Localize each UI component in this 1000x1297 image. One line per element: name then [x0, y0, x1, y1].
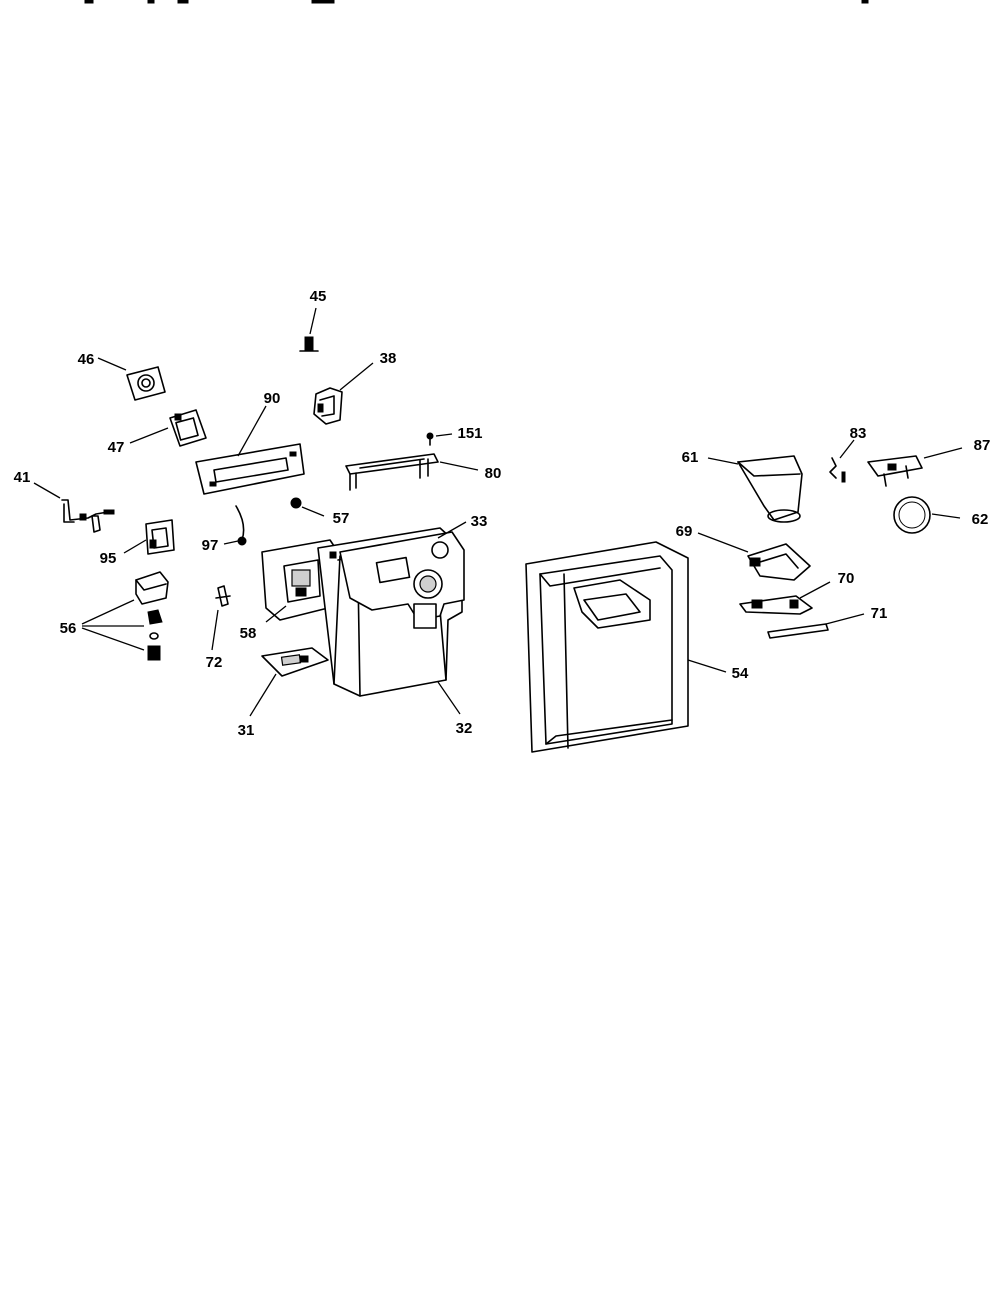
part-151-screw: 151 — [426, 425, 483, 446]
part-45-screw: 45 — [299, 288, 327, 352]
label-61: 61 — [682, 449, 699, 466]
label-32: 32 — [456, 720, 473, 737]
part-87-bracket: 87 — [867, 437, 991, 487]
label-56: 56 — [60, 620, 77, 637]
part-90-cover: 90 — [195, 390, 305, 495]
label-62: 62 — [972, 511, 989, 528]
label-151: 151 — [457, 425, 482, 442]
part-56-assembly: 56 — [60, 571, 169, 661]
label-90: 90 — [264, 390, 281, 407]
label-70: 70 — [838, 570, 855, 587]
part-38-bracket: 38 — [313, 350, 397, 425]
label-33: 33 — [471, 513, 488, 530]
label-80: 80 — [485, 465, 502, 482]
part-41-actuator: 41 — [14, 469, 115, 533]
label-54: 54 — [732, 665, 749, 682]
part-61-funnel: 61 — [682, 449, 803, 523]
part-70-lever: 70 — [739, 570, 855, 615]
part-57-grommet: 57 — [290, 497, 350, 527]
label-83: 83 — [850, 425, 867, 442]
part-47-housing: 47 — [108, 409, 207, 456]
label-97: 97 — [202, 537, 219, 554]
part-97-hose: 97 — [202, 505, 247, 554]
part-69-flap: 69 — [676, 523, 811, 581]
part-80-arm: 80 — [345, 453, 502, 491]
label-47: 47 — [108, 439, 125, 456]
part-31-board: 31 — [238, 647, 329, 739]
label-95: 95 — [100, 550, 117, 567]
label-58: 58 — [240, 625, 257, 642]
label-87: 87 — [974, 437, 991, 454]
label-69: 69 — [676, 523, 693, 540]
part-83-spring: 83 — [829, 425, 867, 483]
label-57: 57 — [333, 510, 350, 527]
label-46: 46 — [78, 351, 95, 368]
label-41: 41 — [14, 469, 31, 486]
label-38: 38 — [380, 350, 397, 367]
label-72: 72 — [206, 654, 223, 671]
label-71: 71 — [871, 605, 888, 622]
top-edge-marks — [84, 0, 869, 4]
part-71-rod: 71 — [767, 605, 888, 639]
part-54-panel: 54 — [525, 541, 749, 753]
part-46-plate: 46 — [78, 351, 166, 401]
part-72-clip: 72 — [206, 585, 231, 671]
part-95-switch: 95 — [100, 519, 175, 567]
part-32-33-dispenser-housing: 33 32 — [317, 513, 488, 737]
label-31: 31 — [238, 722, 255, 739]
part-62-ring: 62 — [893, 496, 989, 534]
label-45: 45 — [310, 288, 327, 305]
